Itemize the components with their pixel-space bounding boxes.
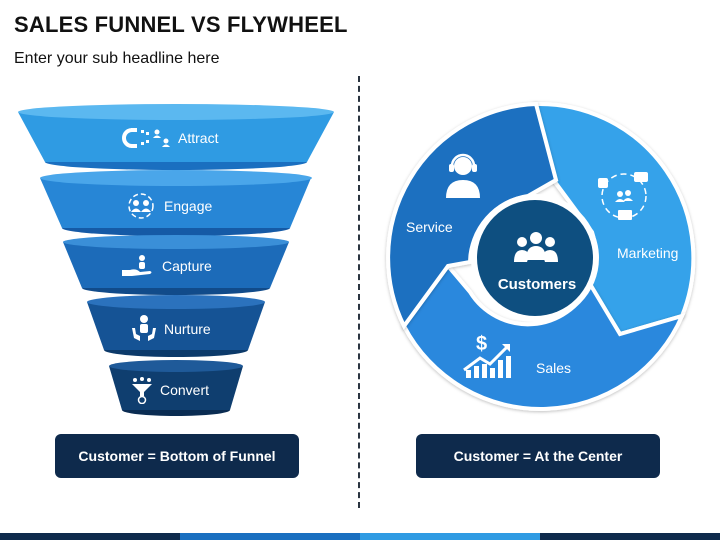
flywheel-label-sales: Sales <box>536 360 572 376</box>
funnel-label: Engage <box>164 198 213 214</box>
magnet-icon <box>118 127 172 149</box>
funnel-item-capture: Capture <box>120 254 212 278</box>
funnel-layer-convert <box>109 360 243 416</box>
sales-growth-icon: $ <box>462 330 514 385</box>
funnel-layer-nurture <box>87 295 265 357</box>
flywheel-caption-box: Customer = At the Center <box>416 434 660 478</box>
people-cycle-icon <box>124 192 158 220</box>
funnel-caption-box: Customer = Bottom of Funnel <box>55 434 299 478</box>
flywheel-center-label: Customers <box>497 276 577 293</box>
funnel-coin-icon <box>130 376 154 404</box>
funnel-item-attract: Attract <box>118 127 218 149</box>
social-marketing-icon <box>596 168 652 229</box>
funnel-layer-capture <box>63 235 289 295</box>
funnel-label: Attract <box>178 130 219 146</box>
funnel-item-engage: Engage <box>124 192 212 220</box>
funnel-item-convert: Convert <box>130 376 209 404</box>
funnel-layer-attract <box>18 104 334 170</box>
slide-title: SALES FUNNEL VS FLYWHEEL <box>14 12 348 37</box>
group-icon <box>512 230 560 271</box>
bottom-accent-strip <box>0 533 720 540</box>
hand-person-icon <box>120 254 156 278</box>
flywheel-diagram <box>386 101 696 411</box>
person-hands-icon <box>130 314 158 344</box>
slide-subtitle: Enter your sub headline here <box>14 50 220 67</box>
funnel-layer-engage <box>40 170 312 236</box>
funnel-label: Nurture <box>164 321 211 337</box>
funnel-item-nurture: Nurture <box>130 314 211 344</box>
svg-text:$: $ <box>476 333 487 355</box>
dashed-divider <box>358 76 360 508</box>
funnel-label: Capture <box>162 258 212 274</box>
sales-funnel-diagram <box>18 104 334 416</box>
headset-agent-icon <box>440 150 486 205</box>
flywheel-label-service: Service <box>406 219 453 235</box>
flywheel-label-marketing: Marketing <box>617 245 679 261</box>
funnel-label: Convert <box>160 382 210 398</box>
